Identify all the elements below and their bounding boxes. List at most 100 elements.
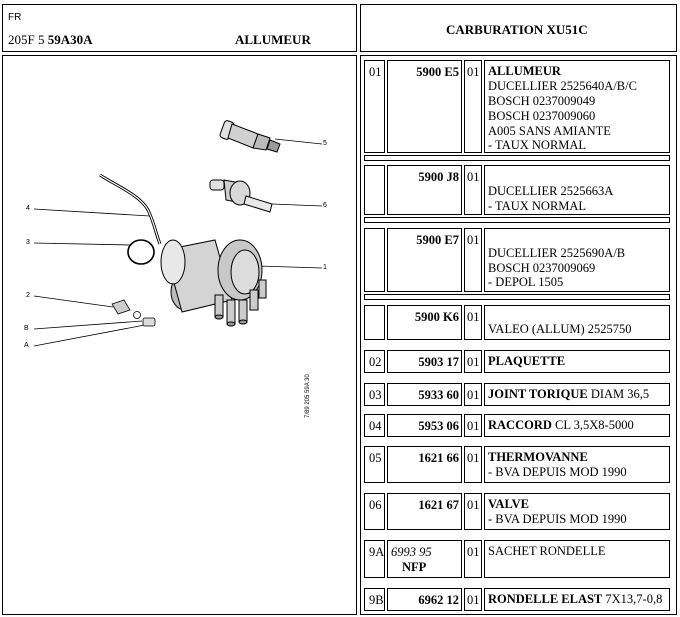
- qty-cell: 01: [464, 60, 482, 153]
- code-cell: 5900 E7: [387, 228, 462, 292]
- qty-cell: 01: [464, 588, 482, 611]
- ref-cell: 05: [364, 446, 385, 483]
- part-row: 5900 J8 01 DUCELLIER 2525663A - TAUX NOR…: [364, 165, 670, 215]
- callout-5: 5: [323, 140, 327, 147]
- part-code: 5903 17: [418, 355, 459, 369]
- row-separator: [364, 217, 670, 223]
- qty-cell: 01: [464, 228, 482, 292]
- exploded-view-drawing: [33, 120, 323, 347]
- ref-cell: 03: [364, 383, 385, 406]
- part-ref: 05: [369, 451, 382, 465]
- part-code: 5953 06: [418, 419, 459, 433]
- code-cell: 5900 E5: [387, 60, 462, 153]
- section-title: ALLUMEUR: [235, 32, 311, 47]
- desc-line: DUCELLIER 2525663A: [488, 184, 614, 198]
- callout-1: 1: [323, 264, 327, 271]
- code-cell: 5900 K6: [387, 305, 462, 340]
- qty-cell: 01: [464, 493, 482, 530]
- qty-cell: 01: [464, 350, 482, 373]
- code-cell: 5933 60: [387, 383, 462, 406]
- callout-B: B: [24, 325, 29, 332]
- desc-line: A005 SANS AMIANTE: [488, 124, 611, 138]
- part-desc: ALLUMEUR: [488, 64, 561, 78]
- part-code: 5900 J8: [418, 170, 459, 184]
- part-code: 1621 67: [418, 498, 459, 512]
- qty-cell: 01: [464, 446, 482, 483]
- ref-cell: 9B: [364, 588, 385, 611]
- part-code: 1621 66: [418, 451, 459, 465]
- part-row: 9B 6962 12 01 RONDELLE ELAST 7X13,7-0,8: [364, 588, 670, 611]
- desc-wrap: RACCORD CL 3,5X8-5000: [488, 418, 634, 433]
- model-code: 205F 5: [8, 32, 45, 47]
- desc-cell: JOINT TORIQUE DIAM 36,5: [484, 383, 670, 406]
- header-right-frame: [360, 4, 677, 52]
- part-code: 5900 E5: [416, 65, 459, 79]
- ref-cell: [364, 305, 385, 340]
- callout-4: 4: [26, 205, 30, 212]
- desc-line: BOSCH 0237009069: [488, 261, 596, 275]
- code-cell: 5900 J8: [387, 165, 462, 215]
- part-ref: 9B: [369, 593, 384, 607]
- code-cell: 5953 06: [387, 414, 462, 437]
- header-left-frame: [2, 4, 357, 52]
- part-code: 6993 95: [391, 545, 432, 559]
- ref-cell: 01: [364, 60, 385, 153]
- part-row: 05 1621 66 01 THERMOVANNE - BVA DEPUIS M…: [364, 446, 670, 483]
- desc-cell: DUCELLIER 2525663A - TAUX NORMAL: [484, 165, 670, 215]
- part-qty: 01: [467, 419, 480, 433]
- part-ref: 03: [369, 388, 382, 402]
- ref-cell: 9A: [364, 540, 385, 578]
- callout-6: 6: [323, 202, 327, 209]
- part-desc-detail: CL 3,5X8-5000: [551, 418, 634, 432]
- desc-line: - TAUX NORMAL: [488, 138, 587, 152]
- part-row: 5900 E7 01 DUCELLIER 2525690A/B BOSCH 02…: [364, 228, 670, 292]
- part-ref: 06: [369, 498, 382, 512]
- plate-number: 59A30A: [47, 32, 93, 47]
- desc-wrap: RONDELLE ELAST 7X13,7-0,8: [488, 592, 662, 607]
- part-qty: 01: [467, 451, 480, 465]
- part-row: 02 5903 17 01 PLAQUETTE: [364, 350, 670, 373]
- desc-line: - TAUX NORMAL: [488, 199, 587, 213]
- desc-cell: ALLUMEUR DUCELLIER 2525640A/B/C BOSCH 02…: [484, 60, 670, 153]
- part-qty: 01: [467, 65, 480, 79]
- part-ref: 04: [369, 419, 382, 433]
- part-desc: RONDELLE ELAST: [488, 592, 603, 606]
- desc-cell: PLAQUETTE: [484, 350, 670, 373]
- part-ref: 02: [369, 355, 382, 369]
- page-title: CARBURATION XU51C: [446, 22, 588, 37]
- part-qty: 01: [467, 593, 480, 607]
- part-code: 5900 E7: [416, 233, 459, 247]
- row-separator: [364, 155, 670, 161]
- qty-cell: 01: [464, 540, 482, 578]
- qty-cell: 01: [464, 165, 482, 215]
- qty-cell: 01: [464, 383, 482, 406]
- desc-cell: VALEO (ALLUM) 2525750: [484, 305, 670, 340]
- desc-line: VALEO (ALLUM) 2525750: [488, 322, 632, 336]
- desc-cell: DUCELLIER 2525690A/B BOSCH 0237009069 - …: [484, 228, 670, 292]
- desc-cell: RACCORD CL 3,5X8-5000: [484, 414, 670, 437]
- desc-wrap: JOINT TORIQUE DIAM 36,5: [488, 387, 649, 402]
- part-qty: 01: [467, 498, 480, 512]
- part-row: 03 5933 60 01 JOINT TORIQUE DIAM 36,5: [364, 383, 670, 406]
- part-row: 04 5953 06 01 RACCORD CL 3,5X8-5000: [364, 414, 670, 437]
- desc-line: BOSCH 0237009060: [488, 109, 596, 123]
- part-code-suffix: NFP: [402, 560, 427, 574]
- part-desc: VALVE: [488, 497, 529, 511]
- part-qty: 01: [467, 170, 480, 184]
- desc-line: SACHET RONDELLE: [488, 544, 606, 558]
- part-qty: 01: [467, 355, 480, 369]
- ref-cell: 02: [364, 350, 385, 373]
- part-desc: PLAQUETTE: [488, 354, 566, 368]
- callout-2: 2: [26, 292, 30, 299]
- language-code: FR: [8, 12, 22, 23]
- ref-cell: [364, 165, 385, 215]
- drawing-frame: [2, 55, 357, 615]
- part-row: 5900 K6 01 VALEO (ALLUM) 2525750: [364, 305, 670, 340]
- code-cell: 1621 67: [387, 493, 462, 530]
- qty-cell: 01: [464, 305, 482, 340]
- part-desc: RACCORD: [488, 418, 552, 432]
- part-row: 01 5900 E5 01 ALLUMEUR DUCELLIER 2525640…: [364, 60, 670, 153]
- part-qty: 01: [467, 233, 480, 247]
- row-separator: [364, 294, 670, 300]
- part-code: 6962 12: [418, 593, 459, 607]
